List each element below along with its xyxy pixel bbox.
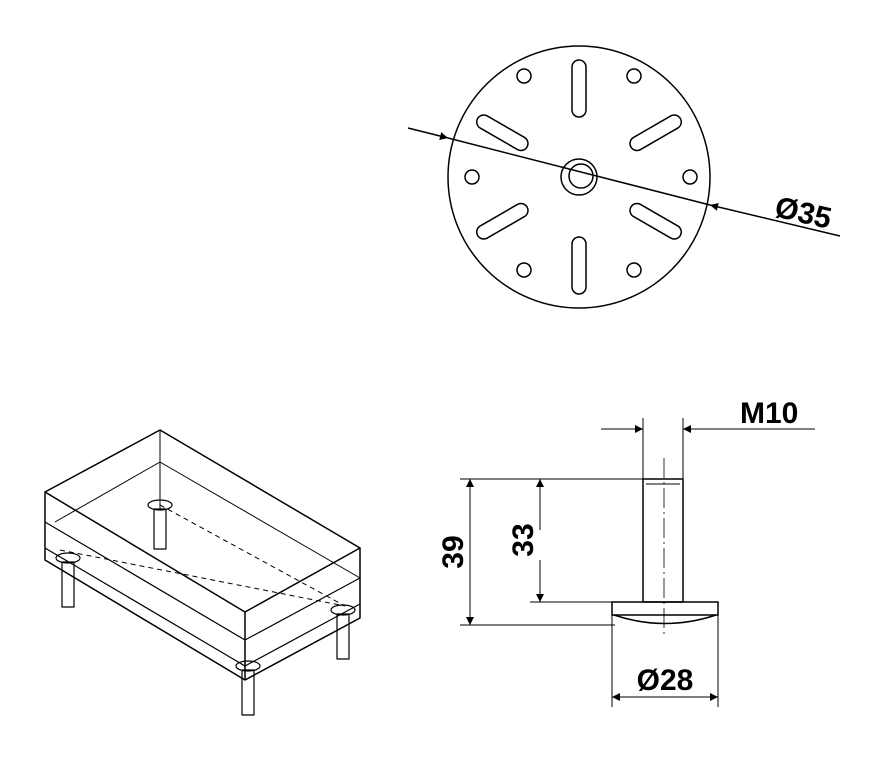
- dimension-line-diameter: [447, 137, 711, 206]
- slot: [571, 236, 587, 295]
- cabinet-isometric: [44, 429, 361, 716]
- leveling-feet: [55, 499, 356, 716]
- disc-top-view: [407, 45, 841, 309]
- cabinet-top-outline: [44, 429, 361, 613]
- slot: [571, 59, 587, 118]
- dimension-arrow-left: [407, 127, 449, 140]
- thread-m10-label: M10: [740, 397, 798, 430]
- dimension-arrow-right: [709, 202, 841, 237]
- screw-side-view: [460, 418, 815, 707]
- height-33-label: 33: [507, 523, 540, 556]
- slot: [629, 202, 683, 240]
- threaded-shaft: [642, 478, 684, 603]
- mounting-holes: [464, 68, 698, 278]
- base-dome: [613, 614, 717, 625]
- slot: [475, 202, 529, 240]
- hub-inner: [568, 163, 594, 189]
- diameter-28-label: Ø28: [637, 664, 694, 697]
- height-39-label: 39: [437, 535, 470, 568]
- hub-outer: [560, 158, 598, 196]
- slot: [629, 114, 683, 152]
- disc-outline: [447, 45, 711, 309]
- base-flange: [611, 601, 719, 616]
- radial-slots: [475, 59, 683, 295]
- diameter-35-label: Ø35: [772, 191, 835, 236]
- slot: [475, 114, 529, 152]
